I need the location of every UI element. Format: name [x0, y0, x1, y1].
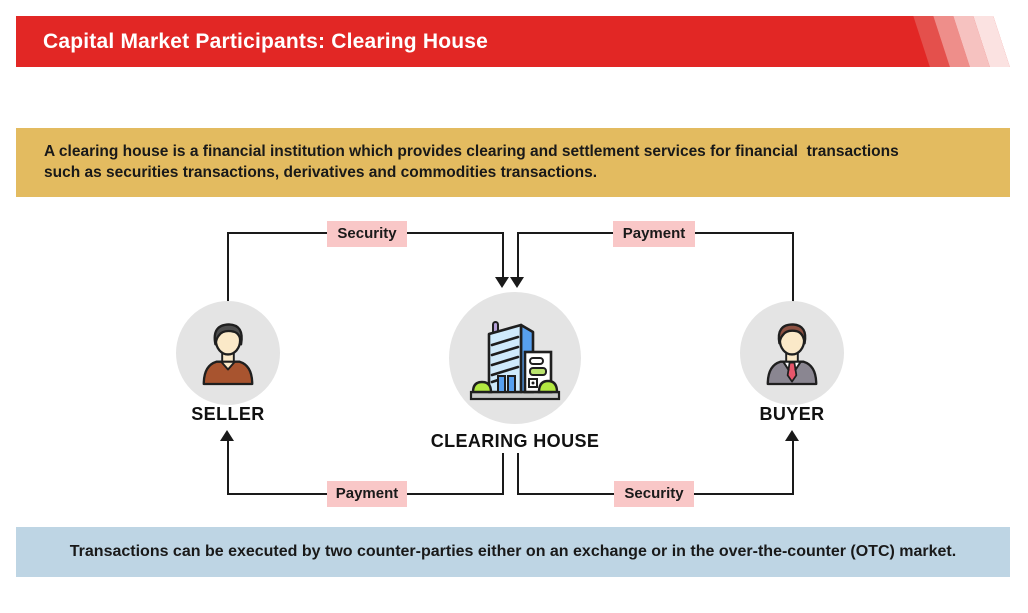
flow-label-security-bottom: Security: [614, 481, 694, 507]
seller-label: SELLER: [191, 404, 265, 424]
connector-to-buyer-bottom: [792, 441, 794, 495]
connector-seller-top: [227, 232, 229, 302]
clearing-house-label: CLEARING HOUSE: [430, 431, 600, 451]
seller-node: [176, 301, 280, 405]
person-seller-icon: [202, 323, 254, 386]
arrowhead-up-seller-icon: [220, 430, 234, 441]
flow-label-security-top: Security: [327, 221, 407, 247]
flow-label-payment-bottom: Payment: [327, 481, 407, 507]
connector-to-seller-bottom: [227, 441, 229, 495]
building-icon: [469, 321, 561, 401]
footer-text: Transactions can be executed by two coun…: [69, 543, 957, 560]
definition-box: A clearing house is a financial institut…: [16, 128, 1010, 197]
arrowhead-up-buyer-icon: [785, 430, 799, 441]
arrowhead-down-left-icon: [495, 277, 509, 288]
connector-buyer-top: [792, 232, 794, 302]
flow-label-payment-top: Payment: [613, 221, 695, 247]
connector-into-clearinghouse-left: [502, 232, 504, 278]
page-title: Capital Market Participants: Clearing Ho…: [43, 29, 489, 53]
footer-bar: Transactions can be executed by two coun…: [16, 527, 1010, 577]
connector-into-clearinghouse-right: [517, 232, 519, 278]
buyer-node: [740, 301, 844, 405]
clearing-house-node: [449, 292, 581, 424]
arrowhead-down-right-icon: [510, 277, 524, 288]
connector-clearinghouse-bottom-right: [517, 453, 519, 495]
buyer-label: BUYER: [759, 404, 825, 424]
connector-clearinghouse-bottom-left: [502, 453, 504, 495]
definition-text: A clearing house is a financial institut…: [44, 143, 899, 181]
person-buyer-icon: [766, 323, 818, 386]
header-bar: Capital Market Participants: Clearing Ho…: [16, 16, 1010, 67]
